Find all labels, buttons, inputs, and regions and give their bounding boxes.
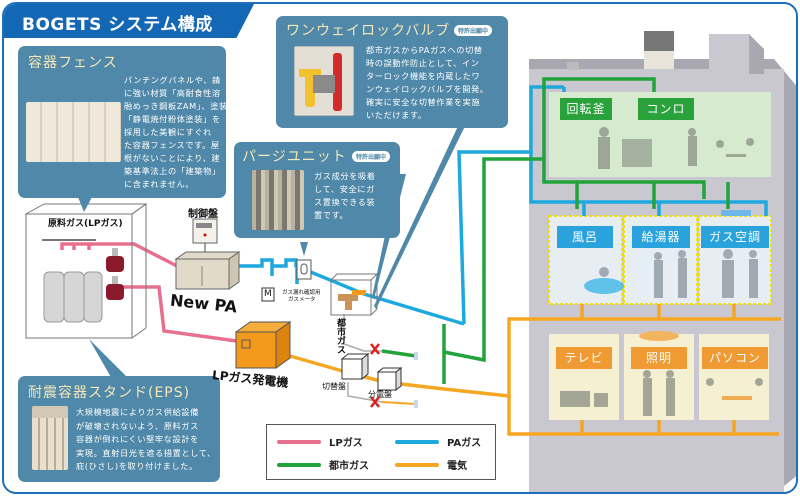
patent-pending-badge: 特許出願中: [352, 151, 391, 162]
callout-purge-line: 置です。: [314, 210, 349, 220]
callout-purge-unit: パージユニット 特許出願中 ガス成分を吸着して、安全にガス置換できる装置です。: [234, 142, 400, 238]
lp-generator-icon: [234, 321, 292, 369]
callout-valve-line: ターロック機能を内蔵したワ: [366, 71, 481, 81]
callout-stand-line: 実現。直射日光を遮る措置として、: [76, 447, 216, 458]
lp-gas-to-generator: [122, 285, 245, 344]
callout-valve-title: ワンウェイロックバルブ: [286, 23, 451, 39]
callout-valve-line: 時の誤動作防止として、イン: [366, 58, 480, 68]
legend-swatch-pa-gas: [395, 440, 439, 444]
city-gas-lines: [381, 77, 730, 384]
callout-fence-line: パンチングパネルや、錆: [124, 75, 221, 85]
lp-gas-lines: [60, 242, 245, 344]
callout-fence: 容器フェンス パンチングパネルや、錆に強い材質「高耐食性溶融めっき鋼板ZAM」、…: [18, 46, 228, 198]
building-penthouse: [709, 34, 749, 74]
switch-panel-icon: [340, 352, 370, 381]
ac-unit-icon: [721, 210, 751, 216]
legend: LPガス PAガス 都市ガス 電気: [266, 424, 496, 480]
raw-gas-label: 原料ガス(LPガス): [48, 219, 123, 229]
room-label-rotary-kettle: 回転釜: [560, 98, 612, 120]
callout-fence-line: に強い材質「高耐食性溶: [124, 88, 221, 98]
city-gas-label: 都市ガス: [335, 318, 345, 354]
shutoff-x-icons: [370, 343, 380, 408]
callout-stand-line: が破壊されないよう、原料ガス: [76, 420, 199, 431]
callout-purge-line: して、安全にガ: [314, 184, 375, 194]
callout-fence-line: 融めっき鋼板ZAM」、塗装: [124, 101, 228, 111]
callout-fence-line: た容器フェンスです。屋: [124, 140, 220, 150]
gas-meter-icon: [261, 287, 275, 302]
legend-swatch-lp-gas: [277, 440, 321, 444]
control-panel-label: 制御盤: [188, 209, 218, 220]
meter-label-line-1: ガス漏れ確認用: [282, 290, 321, 296]
room-label-stove: コンロ: [638, 98, 694, 120]
legend-swatch-electricity: [395, 463, 439, 467]
callout-valve-line: 都市ガスからPAガスへの切替: [366, 45, 483, 55]
legend-swatch-city-gas: [277, 463, 321, 467]
room-label-pc: パソコン: [702, 347, 768, 369]
regulator-icons: [106, 248, 124, 300]
title-banner: BOGETS システム構成: [4, 4, 254, 38]
meter-label-line-2: ガスメータ: [288, 297, 316, 303]
new-pa-unit-icon: [174, 251, 241, 290]
callout-valve-line: 確実に安全な切替作業を実施: [366, 97, 481, 107]
valve-photo: [294, 46, 354, 116]
callout-fence-line: 「静電焼付粉体塗装」を: [124, 114, 221, 124]
stand-photo: [32, 406, 68, 470]
callout-stand-line: 容器が倒れにくい堅牢な設計を: [76, 434, 199, 444]
callout-stand-title: 耐震容器スタンド(EPS): [28, 385, 191, 401]
fence-photo: [26, 102, 121, 162]
city-gas-stub: [381, 349, 417, 358]
callout-fence-line: 築基準法上の「建築物」: [124, 166, 221, 176]
room-label-water-heater: 給湯器: [632, 226, 690, 248]
meter-label: ガス漏れ確認用 ガスメータ: [282, 290, 321, 304]
callout-stand-line: 大規模地震によりガス供給設備: [76, 407, 199, 417]
callout-fence-line: に含まれません。: [124, 179, 195, 189]
callout-purge-body: ガス成分を吸着して、安全にガス置換できる装置です。: [314, 170, 396, 222]
lp-gas-to-newpa: [60, 242, 178, 268]
callout-seismic-stand: 耐震容器スタンド(EPS) 大規模地震によりガス供給設備が破壊されないよう、原料…: [18, 376, 220, 482]
room-label-gas-ac: ガス空調: [701, 226, 769, 248]
ceiling-light-icon: [639, 331, 679, 341]
room-label-bath: 風呂: [557, 226, 613, 248]
callout-fence-title: 容器フェンス: [28, 55, 118, 71]
raw-gas-enclosure: [24, 203, 148, 339]
meter-symbol: M: [264, 289, 272, 299]
callout-fence-line: 根がないことにより、建: [124, 153, 221, 163]
control-panel-icon: [192, 218, 218, 254]
callout-stand-body: 大規模地震によりガス供給設備が破壊されないよう、原料ガス容器が倒れにくい堅牢な設…: [76, 406, 218, 474]
patent-pending-badge: 特許出願中: [454, 25, 493, 36]
callout-valve-line: いただけます。: [366, 110, 427, 120]
callout-purge-line: ガス成分を吸着: [314, 171, 376, 181]
room-label-tv: テレビ: [556, 347, 612, 369]
callout-one-way-valve: ワンウェイロックバルブ 特許出願中 都市ガスからPAガスへの切替時の誤動作防止と…: [276, 16, 508, 128]
rooftop-unit-icon: [644, 31, 674, 51]
callout-valve-line: ンウェイロックバルブを開発。: [366, 84, 489, 94]
purge-unit-photo: [252, 170, 304, 230]
legend-label-city-gas: 都市ガス: [329, 461, 369, 472]
distribution-panel-label: 分電盤: [368, 390, 392, 399]
gas-sensor-icon: [296, 259, 312, 280]
switch-panel-label: 切替盤: [322, 382, 346, 391]
room-label-lighting: 照明: [631, 347, 687, 369]
distribution-panel-icon: [376, 366, 403, 392]
page-title: BOGETS システム構成: [22, 15, 213, 35]
callout-purge-title: パージユニット: [242, 149, 347, 165]
callout-valve-body: 都市ガスからPAガスへの切替時の誤動作防止として、インターロック機能を内蔵したワ…: [366, 44, 506, 122]
callout-stand-line: 庇(ひさし)を取り付けました。: [76, 461, 198, 471]
legend-label-electricity: 電気: [447, 461, 467, 472]
callout-fence-line: 採用した美観にすぐれ: [124, 127, 212, 137]
legend-label-pa-gas: PAガス: [447, 438, 482, 449]
legend-label-lp-gas: LPガス: [329, 438, 363, 449]
callout-purge-line: ス置換できる装: [314, 197, 376, 207]
gas-cylinders-icon: [43, 271, 103, 323]
callout-fence-body: パンチングパネルや、錆に強い材質「高耐食性溶融めっき鋼板ZAM」、塗装「静電焼付…: [124, 74, 228, 191]
